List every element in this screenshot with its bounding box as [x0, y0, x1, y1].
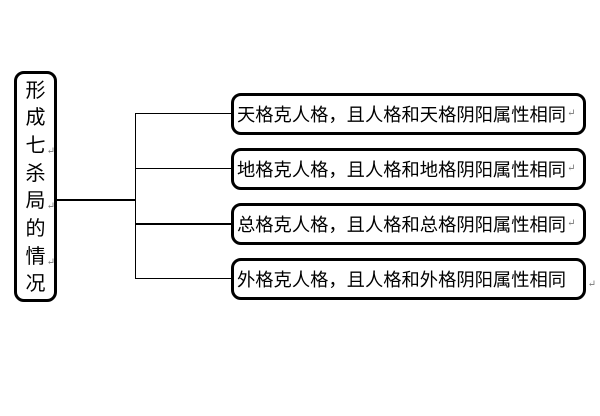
line-break-mark: ↵: [587, 279, 596, 290]
root-char: 局: [25, 188, 46, 213]
line-break-mark: ↵: [567, 108, 576, 119]
root-char-line: 的: [17, 218, 54, 238]
connector-branch-2-line: [135, 168, 232, 169]
connector-branch-3-line: [135, 223, 232, 225]
branch-label: 总格克人格，且人格和总格阴阳属性相同: [237, 215, 567, 236]
branch-node-3: 总格克人格，且人格和总格阴阳属性相同↵: [231, 203, 586, 245]
line-break-mark: ↵: [46, 256, 55, 268]
line-break-mark: ↵: [567, 163, 576, 174]
root-char-line: 杀: [17, 163, 54, 183]
root-char-line: 局↵: [17, 188, 56, 213]
branch-label: 地格克人格，且人格和地格阴阳属性相同: [237, 160, 567, 181]
line-break-mark: ↵: [567, 218, 576, 229]
branch-node-4: 外格克人格，且人格和外格阴阳属性相同 ↵: [231, 258, 596, 300]
branch-label: 外格克人格，且人格和外格阴阳属性相同: [237, 270, 567, 291]
root-char: 况: [25, 271, 46, 296]
line-break-mark: ↵: [46, 146, 55, 158]
root-char: 的: [25, 215, 46, 240]
branch-node-1: 天格克人格，且人格和天格阴阳属性相同↵: [231, 93, 586, 135]
root-char-line: 情↵: [17, 243, 56, 268]
root-char: 情: [25, 243, 46, 268]
connector-trunk-line: [135, 113, 136, 279]
root-char: 杀: [25, 160, 46, 185]
root-node: 形 成 七↵ 杀 局↵ 的 情↵ 况: [14, 71, 57, 302]
line-break-mark: ↵: [46, 201, 55, 213]
connector-branch-1-line: [135, 113, 232, 114]
branch-node-2: 地格克人格，且人格和地格阴阳属性相同↵: [231, 148, 586, 190]
root-char: 成: [25, 105, 46, 130]
root-char: 形: [25, 77, 46, 102]
root-char: 七: [25, 133, 46, 158]
branch-label: 天格克人格，且人格和天格阴阳属性相同: [237, 105, 567, 126]
root-char-line: 成: [17, 107, 54, 127]
root-char-line: 形: [17, 80, 54, 100]
root-char-line: 七↵: [17, 133, 56, 158]
connector-root-line: [56, 199, 136, 201]
connector-branch-4-line: [135, 278, 232, 279]
root-char-line: 况: [17, 273, 54, 293]
